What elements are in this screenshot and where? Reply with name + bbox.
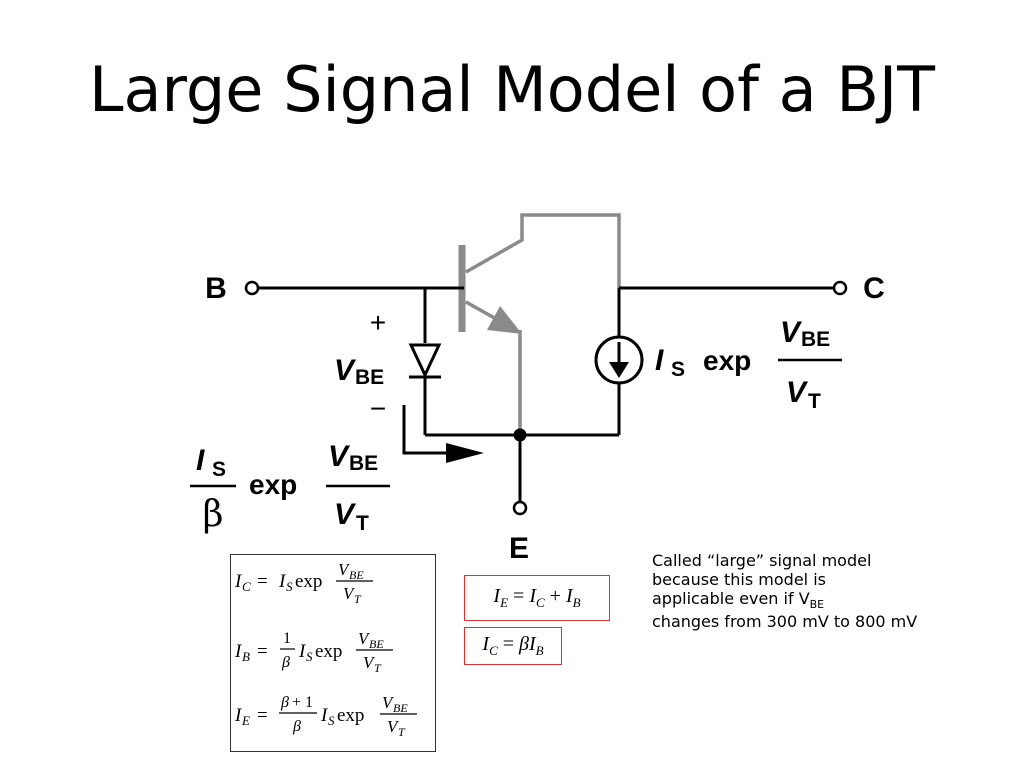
collector-current-expression: I S exp V BE V T bbox=[655, 316, 842, 413]
equation-ie-sum-box: I_E = I_C + I_B IE = IC + IB bbox=[464, 575, 610, 621]
base-current-arrow bbox=[402, 405, 484, 463]
note-line-3: applicable even if VBE bbox=[652, 589, 1012, 611]
svg-text:T: T bbox=[354, 592, 362, 606]
svg-text:I: I bbox=[320, 705, 329, 726]
minus-sign: − bbox=[370, 393, 386, 424]
vbe-v: V bbox=[334, 354, 357, 387]
equation-ie: I E = β + 1 β I S exp V BE V T bbox=[234, 693, 417, 739]
plus-sign: + bbox=[370, 307, 386, 338]
collector-current-source bbox=[594, 335, 644, 385]
ib-beta: β bbox=[203, 494, 224, 535]
node-label-e: E bbox=[509, 532, 529, 565]
ic-den-v: V bbox=[786, 376, 809, 409]
ib-i: I bbox=[196, 444, 205, 477]
equation-ib: I B = 1 β I S exp V BE V T bbox=[234, 629, 393, 675]
explanation-note: Called “large” signal model because this… bbox=[652, 551, 1012, 631]
svg-text:B: B bbox=[242, 649, 250, 664]
svg-text:I: I bbox=[278, 571, 287, 592]
svg-text:1: 1 bbox=[283, 630, 291, 647]
ib-num-sub: BE bbox=[349, 452, 378, 475]
svg-text:V: V bbox=[382, 693, 395, 712]
equation-ic-beta-rendered: IC = βIB bbox=[482, 633, 544, 658]
svg-text:C: C bbox=[242, 579, 251, 594]
svg-text:=: = bbox=[257, 705, 268, 726]
equation-ic: I C = I S exp V BE V T bbox=[234, 560, 373, 606]
ib-den-sub: T bbox=[356, 512, 369, 535]
svg-text:I: I bbox=[234, 571, 243, 592]
terminal-c bbox=[832, 280, 848, 296]
ic-num-v: V bbox=[780, 316, 803, 349]
ib-exp: exp bbox=[249, 469, 297, 500]
ic-i: I bbox=[655, 344, 664, 377]
svg-text:exp: exp bbox=[337, 705, 364, 726]
svg-text:exp: exp bbox=[295, 571, 322, 592]
node-label-c: C bbox=[863, 272, 885, 305]
svg-text:V: V bbox=[358, 629, 371, 648]
node-label-b: B bbox=[205, 272, 227, 305]
note-line-3-text: applicable even if V bbox=[652, 589, 810, 609]
ib-num-v: V bbox=[328, 440, 351, 473]
equations-rendered: I C = I S exp V BE V T I B = 1 β I S exp… bbox=[234, 560, 417, 739]
ic-exp: exp bbox=[703, 345, 751, 376]
svg-text:V: V bbox=[363, 653, 376, 672]
slide-title: Large Signal Model of a BJT bbox=[88, 53, 936, 126]
svg-text:V: V bbox=[343, 584, 356, 603]
svg-text:β: β bbox=[281, 654, 290, 671]
ic-den-sub: T bbox=[808, 390, 821, 413]
svg-text:BE: BE bbox=[349, 568, 364, 582]
svg-text:I: I bbox=[234, 641, 243, 662]
terminal-b bbox=[244, 280, 260, 296]
note-line-2: because this model is bbox=[652, 570, 826, 590]
equation-ie-sum-rendered: IE = IC + IB bbox=[493, 585, 581, 610]
base-current-expression: I S β exp V BE V T bbox=[190, 440, 390, 535]
svg-text:exp: exp bbox=[315, 641, 342, 662]
svg-text:E: E bbox=[241, 713, 250, 728]
equations-box: I_C = I_S exp V_BE / V_T I_B = 1/β I_S e… bbox=[230, 554, 436, 752]
svg-text:β: β bbox=[292, 718, 301, 735]
emitter-junction-dot bbox=[513, 428, 527, 442]
equation-ic-beta-box: I_C = βI_B IC = βIB bbox=[464, 627, 562, 665]
svg-text:β: β bbox=[280, 694, 289, 711]
svg-text:I: I bbox=[298, 641, 307, 662]
svg-text:T: T bbox=[374, 661, 382, 675]
ib-den-v: V bbox=[334, 498, 357, 531]
svg-text:=: = bbox=[257, 571, 268, 592]
note-line-4: changes from 300 mV to 800 mV bbox=[652, 611, 918, 631]
ic-num-sub: BE bbox=[801, 328, 830, 351]
ic-i-sub: S bbox=[671, 358, 685, 381]
note-line-1: Called “large” signal model bbox=[652, 551, 872, 570]
terminal-e bbox=[512, 500, 528, 516]
vbe-sub: BE bbox=[355, 366, 384, 389]
svg-text:+ 1: + 1 bbox=[292, 694, 313, 711]
svg-text:S: S bbox=[328, 713, 335, 728]
diode-symbol bbox=[408, 343, 442, 379]
svg-text:BE: BE bbox=[369, 637, 384, 651]
ib-i-sub: S bbox=[212, 458, 226, 481]
svg-text:S: S bbox=[286, 579, 293, 594]
vbe-label: V BE bbox=[334, 354, 384, 389]
note-line-3-sub: BE bbox=[809, 598, 825, 612]
bjt-transistor-symbol bbox=[458, 213, 621, 432]
svg-text:V: V bbox=[387, 717, 400, 736]
svg-text:T: T bbox=[398, 725, 406, 739]
svg-text:V: V bbox=[338, 560, 351, 579]
svg-text:=: = bbox=[257, 641, 268, 662]
svg-text:S: S bbox=[306, 649, 313, 664]
svg-text:BE: BE bbox=[393, 701, 408, 715]
svg-text:I: I bbox=[234, 705, 243, 726]
